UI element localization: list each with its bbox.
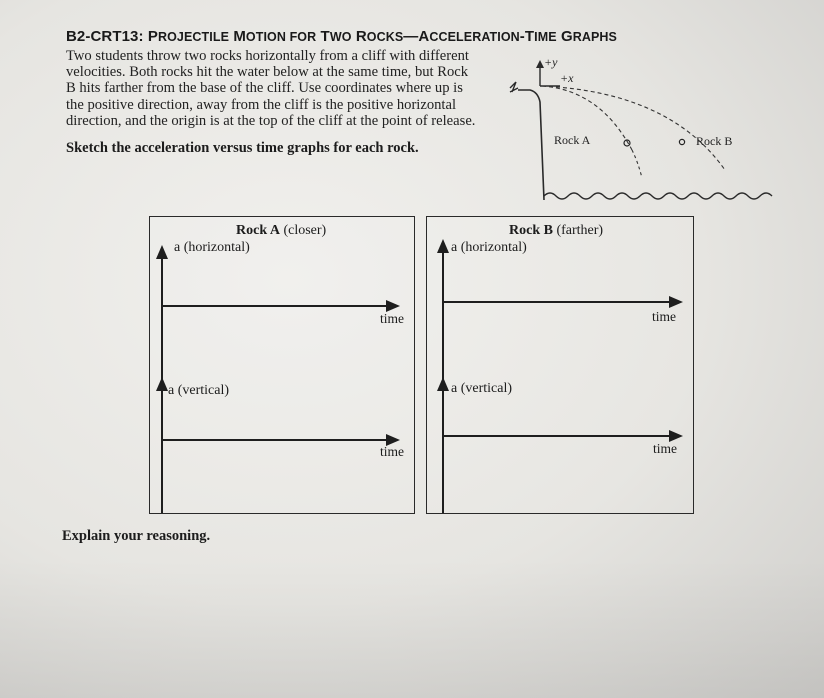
rock-a-label: Rock A (554, 133, 591, 147)
cliff-diagram: +y +x Rock A Rock B (500, 50, 780, 210)
rock-b-time-label-2: time (653, 441, 677, 456)
rock-a-horizontal-time-axis (162, 305, 388, 307)
title-fragment: OCKS (366, 30, 404, 44)
title-fragment: ROJECTILE (157, 30, 230, 44)
rock-b-label: Rock B (696, 134, 733, 148)
arrow-right-icon (669, 430, 683, 442)
rock-b-horizontal-axis-label: a (horizontal) (451, 240, 527, 255)
plus-y-label: +y (544, 55, 558, 69)
arrow-right-icon (386, 300, 400, 312)
title-fragment: — (403, 28, 419, 45)
arrow-right-icon (669, 296, 683, 308)
title-fragment: A (418, 28, 430, 45)
task-instruction: Sketch the acceleration versus time grap… (66, 140, 419, 156)
worksheet-title: B2-CRT13: PROJECTILE MOTION FOR TWO ROCK… (66, 28, 617, 45)
problem-line: the positive direction, away from the cl… (66, 96, 457, 113)
title-fragment: R (355, 28, 367, 45)
title-fragment: OTION FOR (245, 30, 317, 44)
title-fragment: RAPHS (572, 30, 617, 44)
rock-a-title-bold: Rock A (236, 223, 280, 238)
cliff-diagram-svg (509, 60, 773, 201)
rock-a-vertical-accel-label: a (vertical) (168, 383, 230, 398)
title-fragment: -T (519, 28, 535, 45)
arrow-up-icon (156, 245, 168, 259)
arrow-right-icon (386, 434, 400, 446)
rock-b-title: Rock B (farther) (509, 223, 603, 239)
rock-a-vertical-time-axis (162, 439, 388, 441)
title-fragment: IME (534, 30, 557, 44)
title-fragment: CCELERATION (429, 30, 520, 44)
problem-line: velocities. Both rocks hit the water bel… (66, 64, 469, 81)
arrow-up-icon (156, 377, 168, 391)
problem-statement: Two students throw two rocks horizontall… (66, 48, 496, 129)
title-fragment: WO (329, 30, 352, 44)
arrow-up-icon (437, 239, 449, 253)
rock-a-graph-panel: Rock A (closer) a (horizontal) time a (v… (149, 216, 415, 514)
problem-line: direction, and the origin is at the top … (66, 112, 476, 129)
rock-a-horizontal-axis-label: a (horizontal) (174, 240, 250, 255)
explain-prompt: Explain your reasoning. (62, 528, 211, 544)
rock-b-title-bold: Rock B (509, 223, 553, 238)
title-fragment: M (233, 28, 246, 45)
problem-line: B hits farther from the base of the clif… (66, 80, 463, 97)
rock-a-title: Rock A (closer) (236, 223, 326, 239)
title-fragment: G (560, 28, 573, 45)
rock-a-time-label-2: time (380, 444, 404, 459)
rock-b-time-label-1: time (652, 309, 676, 324)
rock-a-title-rest: (closer) (279, 223, 327, 238)
plus-x-label: +x (560, 71, 574, 85)
rock-b-graph-panel: Rock B (farther) a (horizontal) time a (… (426, 216, 694, 514)
arrow-up-icon (437, 377, 449, 391)
rock-b-vertical-time-axis (443, 435, 671, 437)
rock-b-vertical-accel-label: a (vertical) (451, 381, 513, 396)
title-code: B2-CRT13: (66, 28, 144, 45)
rock-b-title-rest: (farther) (552, 223, 604, 238)
problem-line: Two students throw two rocks horizontall… (66, 48, 469, 64)
title-fragment: P (147, 28, 158, 45)
rock-a-time-label-1: time (380, 311, 404, 326)
title-fragment: T (320, 28, 330, 45)
rock-b-horizontal-time-axis (443, 301, 671, 303)
